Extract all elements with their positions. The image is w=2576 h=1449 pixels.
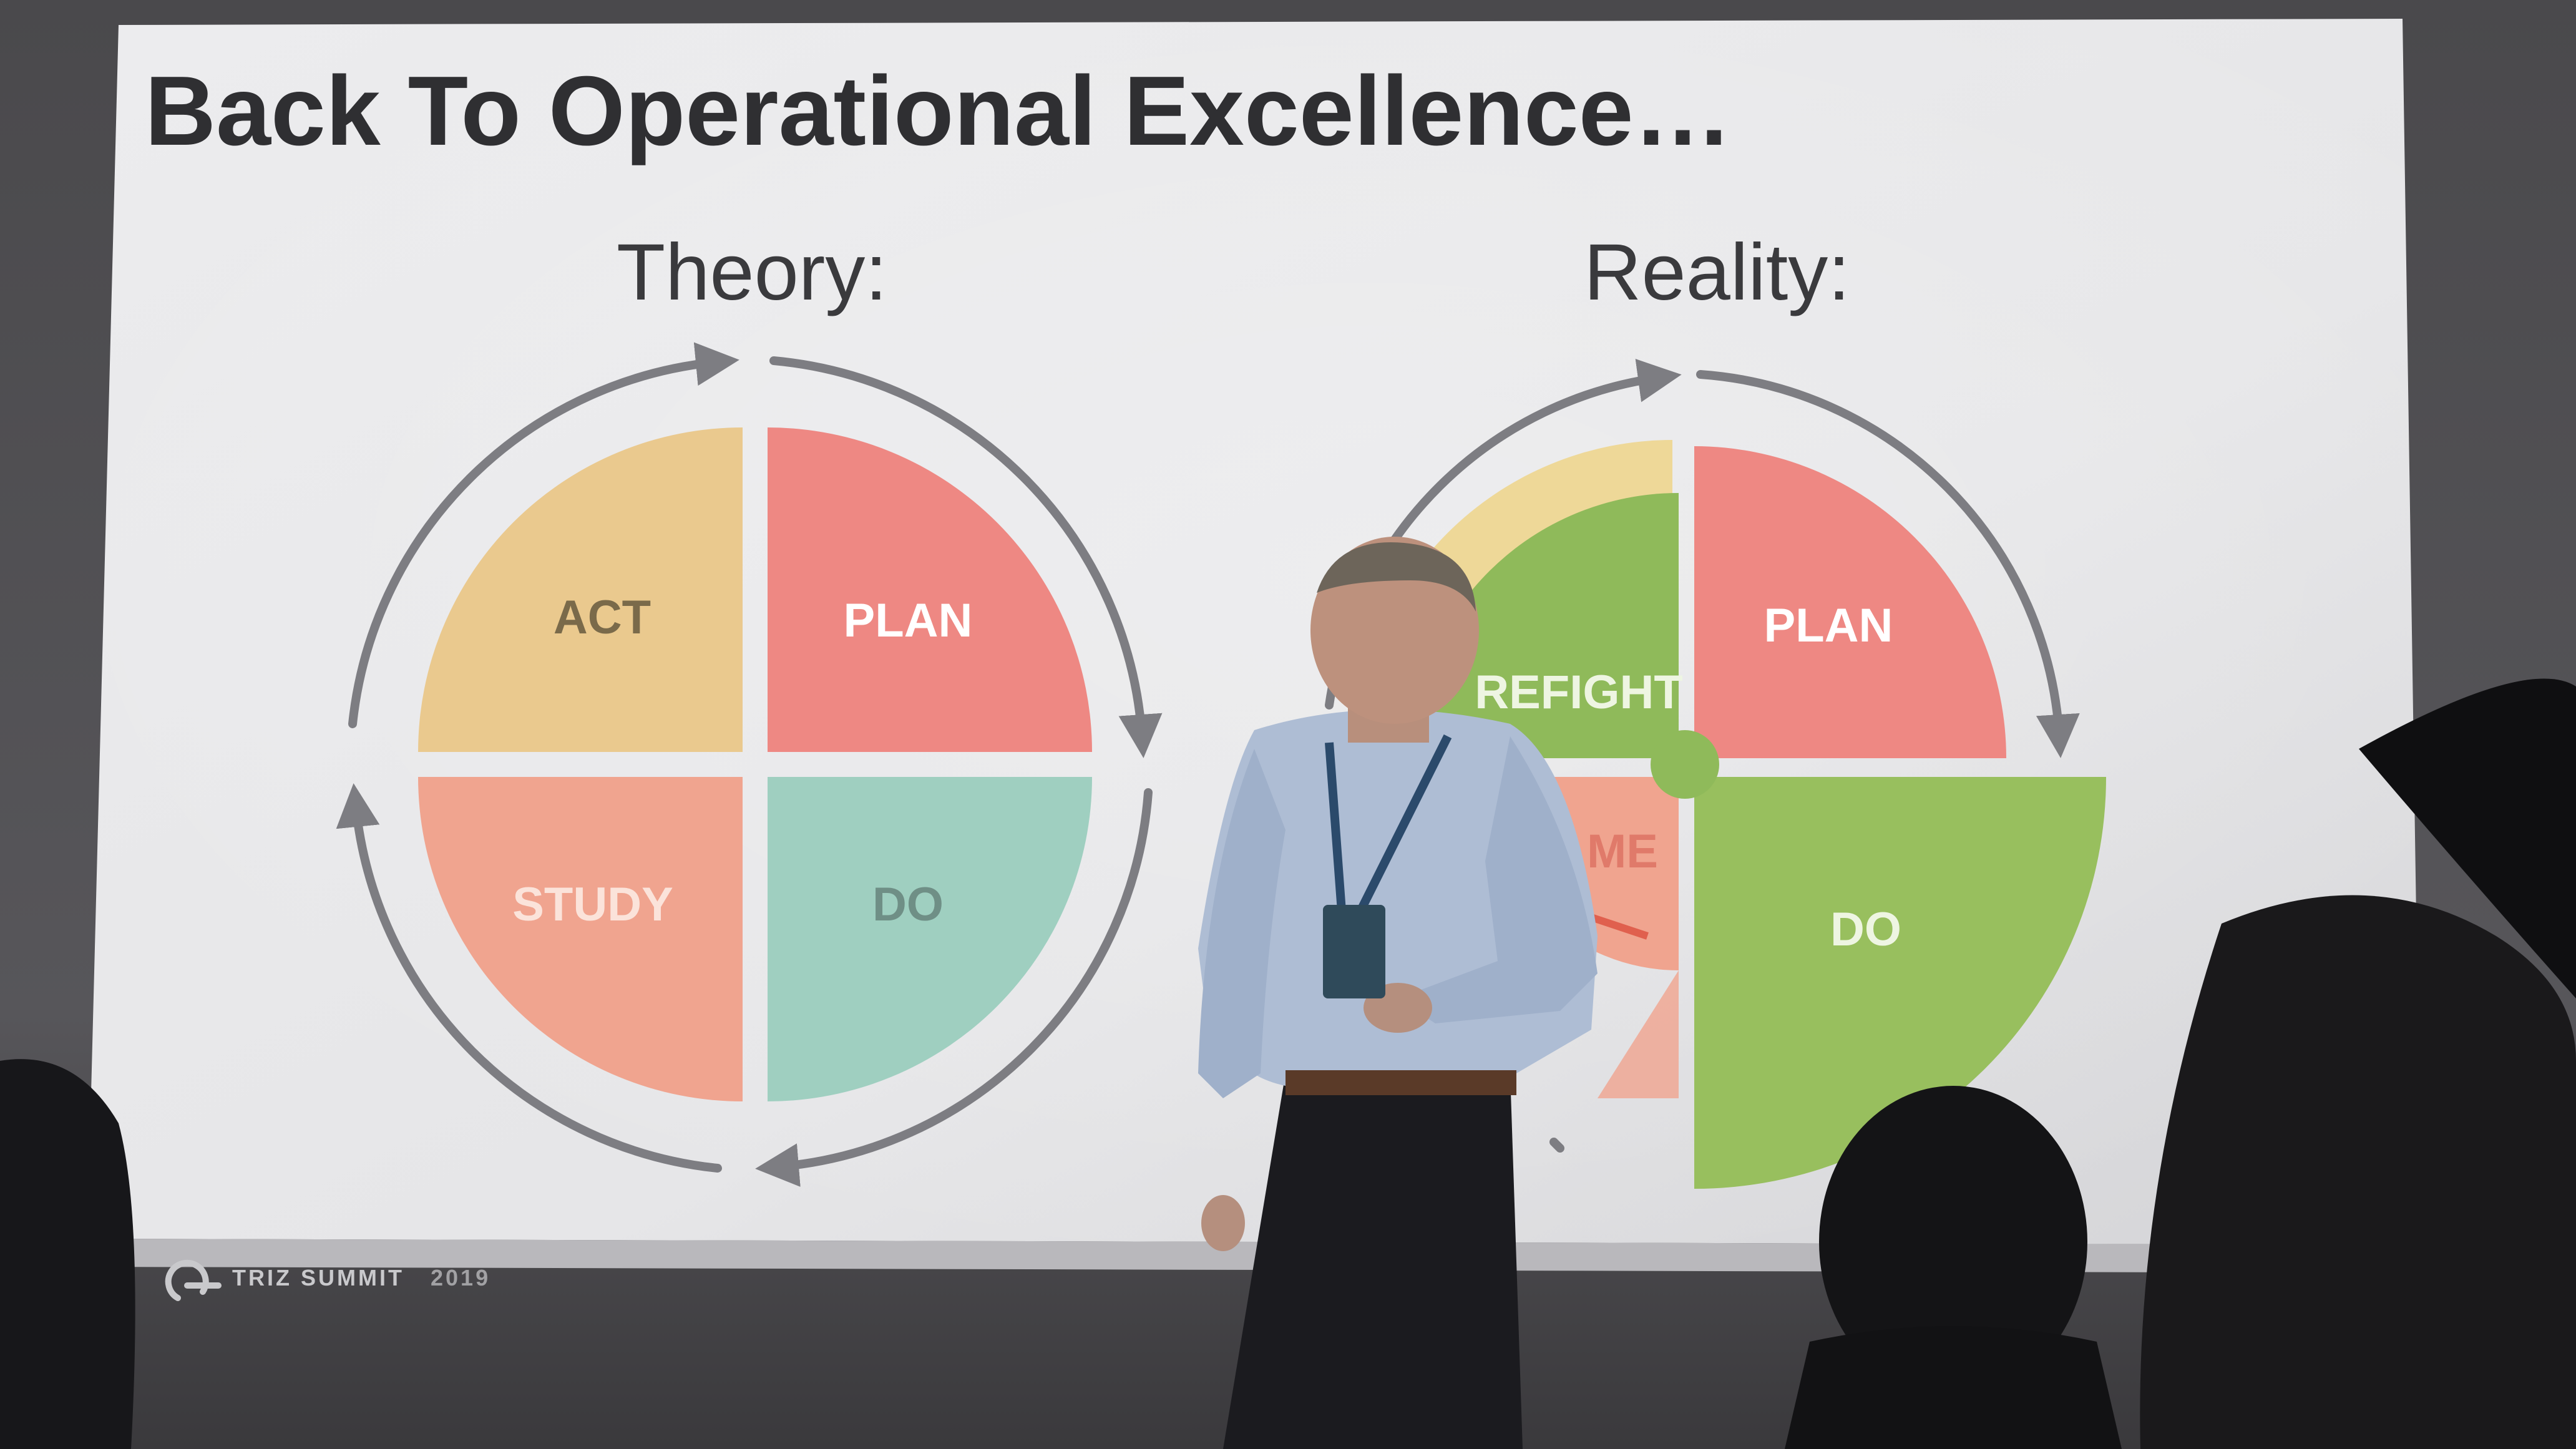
slide-title: Back To Operational Excellence… [145, 56, 1732, 166]
reality-cycle-diagram: Reality: REFIGHT PLAN DO ME [1325, 228, 2106, 1189]
audience-head-right [2140, 895, 2576, 1449]
arrow-icon [755, 788, 1153, 1187]
arrow-icon [1696, 370, 2080, 758]
study-segment [418, 777, 743, 1101]
triz-logo-icon [165, 1259, 222, 1301]
do-label: DO [872, 878, 944, 931]
plan-segment [768, 427, 1092, 752]
study-label: STUDY [512, 878, 673, 931]
speaker [1198, 537, 1598, 1449]
projected-slide [81, 19, 2427, 1273]
theory-cycle-diagram: Theory: ACT PLAN STUDY DO [336, 228, 1163, 1187]
do-segment [1694, 777, 2106, 1189]
firefight-label: REFIGHT [1475, 666, 1683, 719]
speaker-left-arm [1198, 749, 1286, 1098]
footer-year: 2019 [431, 1265, 490, 1290]
plan-label: PLAN [844, 594, 973, 647]
act-label: ACT [554, 591, 651, 644]
speaker-right-arm [1398, 736, 1598, 1023]
speaker-hair [1317, 542, 1476, 612]
speaker-belt [1286, 1070, 1516, 1095]
arrow-icon [336, 783, 722, 1173]
audience-shoulders-center [1785, 1326, 2122, 1449]
theory-heading: Theory: [617, 228, 887, 317]
audience [0, 678, 2576, 1449]
overlap-dot [1651, 730, 1719, 799]
plan-segment [1694, 446, 2006, 758]
lanyard [1325, 734, 1452, 914]
arrow-icon [769, 356, 1163, 758]
blame-segment-extension [1598, 970, 1679, 1098]
speaker-trousers [1223, 1073, 1523, 1449]
arrow-icon [348, 342, 739, 728]
audience-head-center [1819, 1086, 2087, 1398]
audience-head-left [0, 1059, 135, 1449]
arrow-icon [1549, 1138, 1564, 1153]
firefight-segment [1410, 493, 1679, 758]
name-badge [1323, 905, 1385, 998]
speaker-left-hand [1201, 1195, 1245, 1251]
footer-logo: TRIZ SUMMIT 2019 [165, 1259, 490, 1301]
do-segment [768, 777, 1092, 1101]
audience-hair-right [2359, 678, 2576, 998]
act-segment [418, 427, 743, 752]
plan-label: PLAN [1764, 599, 1893, 652]
theory-cycle-arrows [336, 342, 1163, 1187]
reality-heading: Reality: [1584, 228, 1850, 317]
footer-brand: TRIZ SUMMIT [232, 1265, 404, 1290]
blame-label: ME [1587, 825, 1658, 878]
do-label: DO [1830, 903, 1901, 956]
